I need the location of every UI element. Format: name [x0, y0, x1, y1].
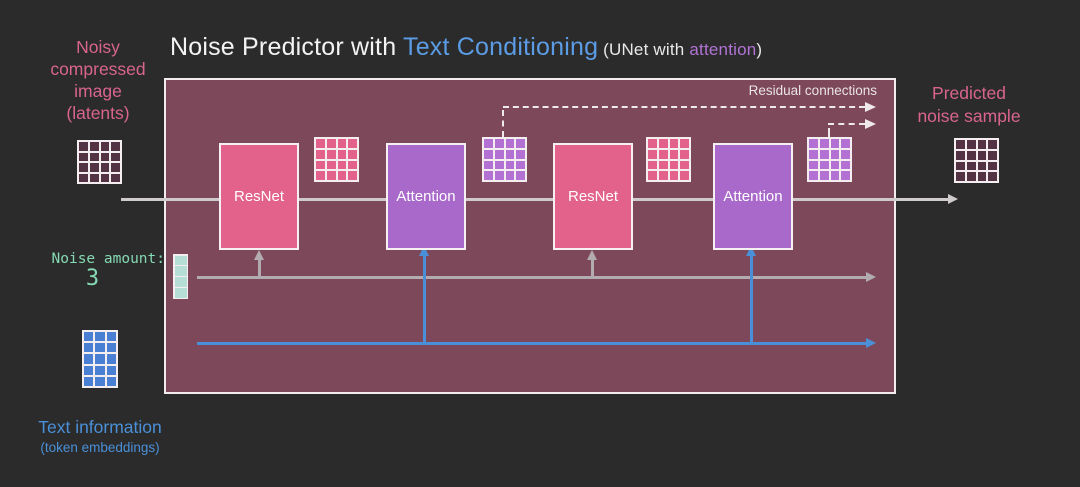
- resnet-block-2-label: ResNet: [567, 188, 619, 205]
- residual-arrowhead-1-icon: [865, 102, 876, 112]
- noise-to-resnet1-arrow: [258, 258, 261, 277]
- noise-to-resnet1-arrowhead-icon: [254, 250, 264, 260]
- text-to-attention2-arrowhead-icon: [746, 246, 756, 256]
- after-attention1-grid: [482, 137, 527, 182]
- attention-block-2-label: Attention: [723, 188, 783, 205]
- latents-grid: [77, 140, 122, 184]
- noisy-latents-label-line3: image: [74, 81, 122, 101]
- noise-amount-label: Noise amount:: [51, 251, 166, 267]
- after-attention2-grid: [807, 137, 852, 182]
- resnet-block-2: ResNet: [553, 143, 633, 250]
- residual-connections-label: Residual connections: [748, 83, 877, 98]
- residual-dashed-line-1-vertical: [502, 110, 504, 137]
- resnet-block-1: ResNet: [219, 143, 299, 250]
- attention-block-2: Attention: [713, 143, 793, 250]
- title-text-conditioning: Text Conditioning: [403, 33, 599, 61]
- residual-dashed-line-1: [503, 106, 865, 108]
- residual-dashed-line-2: [828, 123, 865, 125]
- predicted-noise-grid: [954, 138, 999, 183]
- text-information-label: Text information (token embeddings): [8, 417, 192, 455]
- after-resnet2-grid: [646, 137, 691, 182]
- noise-amount-line: [197, 276, 867, 279]
- attention-block-1-label: Attention: [396, 188, 456, 205]
- predicted-noise-label: Predicted noise sample: [901, 82, 1037, 128]
- main-flow-arrowhead-icon: [948, 194, 958, 204]
- after-resnet1-grid: [314, 137, 359, 182]
- predicted-noise-label-line1: Predicted: [932, 83, 1006, 103]
- text-to-attention2-arrow: [750, 254, 753, 343]
- token-embeddings-grid: [82, 330, 118, 388]
- noisy-latents-label-line4: (latents): [66, 103, 130, 123]
- title-sub-open: (UNet with: [598, 40, 690, 59]
- text-information-line1: Text information: [38, 417, 162, 437]
- resnet-block-1-label: ResNet: [233, 188, 285, 205]
- title-main-white: Noise Predictor with: [170, 33, 403, 61]
- residual-dashed-line-2-vertical: [828, 128, 830, 137]
- text-conditioning-line: [197, 342, 867, 345]
- noisy-latents-label-line2: compressed: [50, 59, 146, 79]
- text-to-attention1-arrowhead-icon: [419, 246, 429, 256]
- noise-to-resnet2-arrowhead-icon: [587, 250, 597, 260]
- noisy-latents-label-line1: Noisy: [76, 37, 120, 57]
- predicted-noise-label-line2: noise sample: [917, 106, 1021, 126]
- page-title: Noise Predictor with Text Conditioning (…: [170, 33, 762, 62]
- noisy-latents-label: Noisy compressed image (latents): [18, 36, 178, 124]
- noise-amount-arrowhead-icon: [866, 272, 876, 282]
- main-flow-line: [121, 198, 950, 201]
- noise-embedding-strip: [173, 254, 188, 299]
- attention-block-1: Attention: [386, 143, 466, 250]
- noise-to-resnet2-arrow: [591, 258, 594, 277]
- title-sub-attention: attention: [689, 40, 757, 59]
- text-conditioning-arrowhead-icon: [866, 338, 876, 348]
- noise-amount-value: 3: [85, 266, 100, 291]
- text-to-attention1-arrow: [423, 254, 426, 343]
- title-sub-close: ): [756, 40, 763, 59]
- residual-arrowhead-2-icon: [865, 119, 876, 129]
- text-information-line2: (token embeddings): [40, 440, 160, 455]
